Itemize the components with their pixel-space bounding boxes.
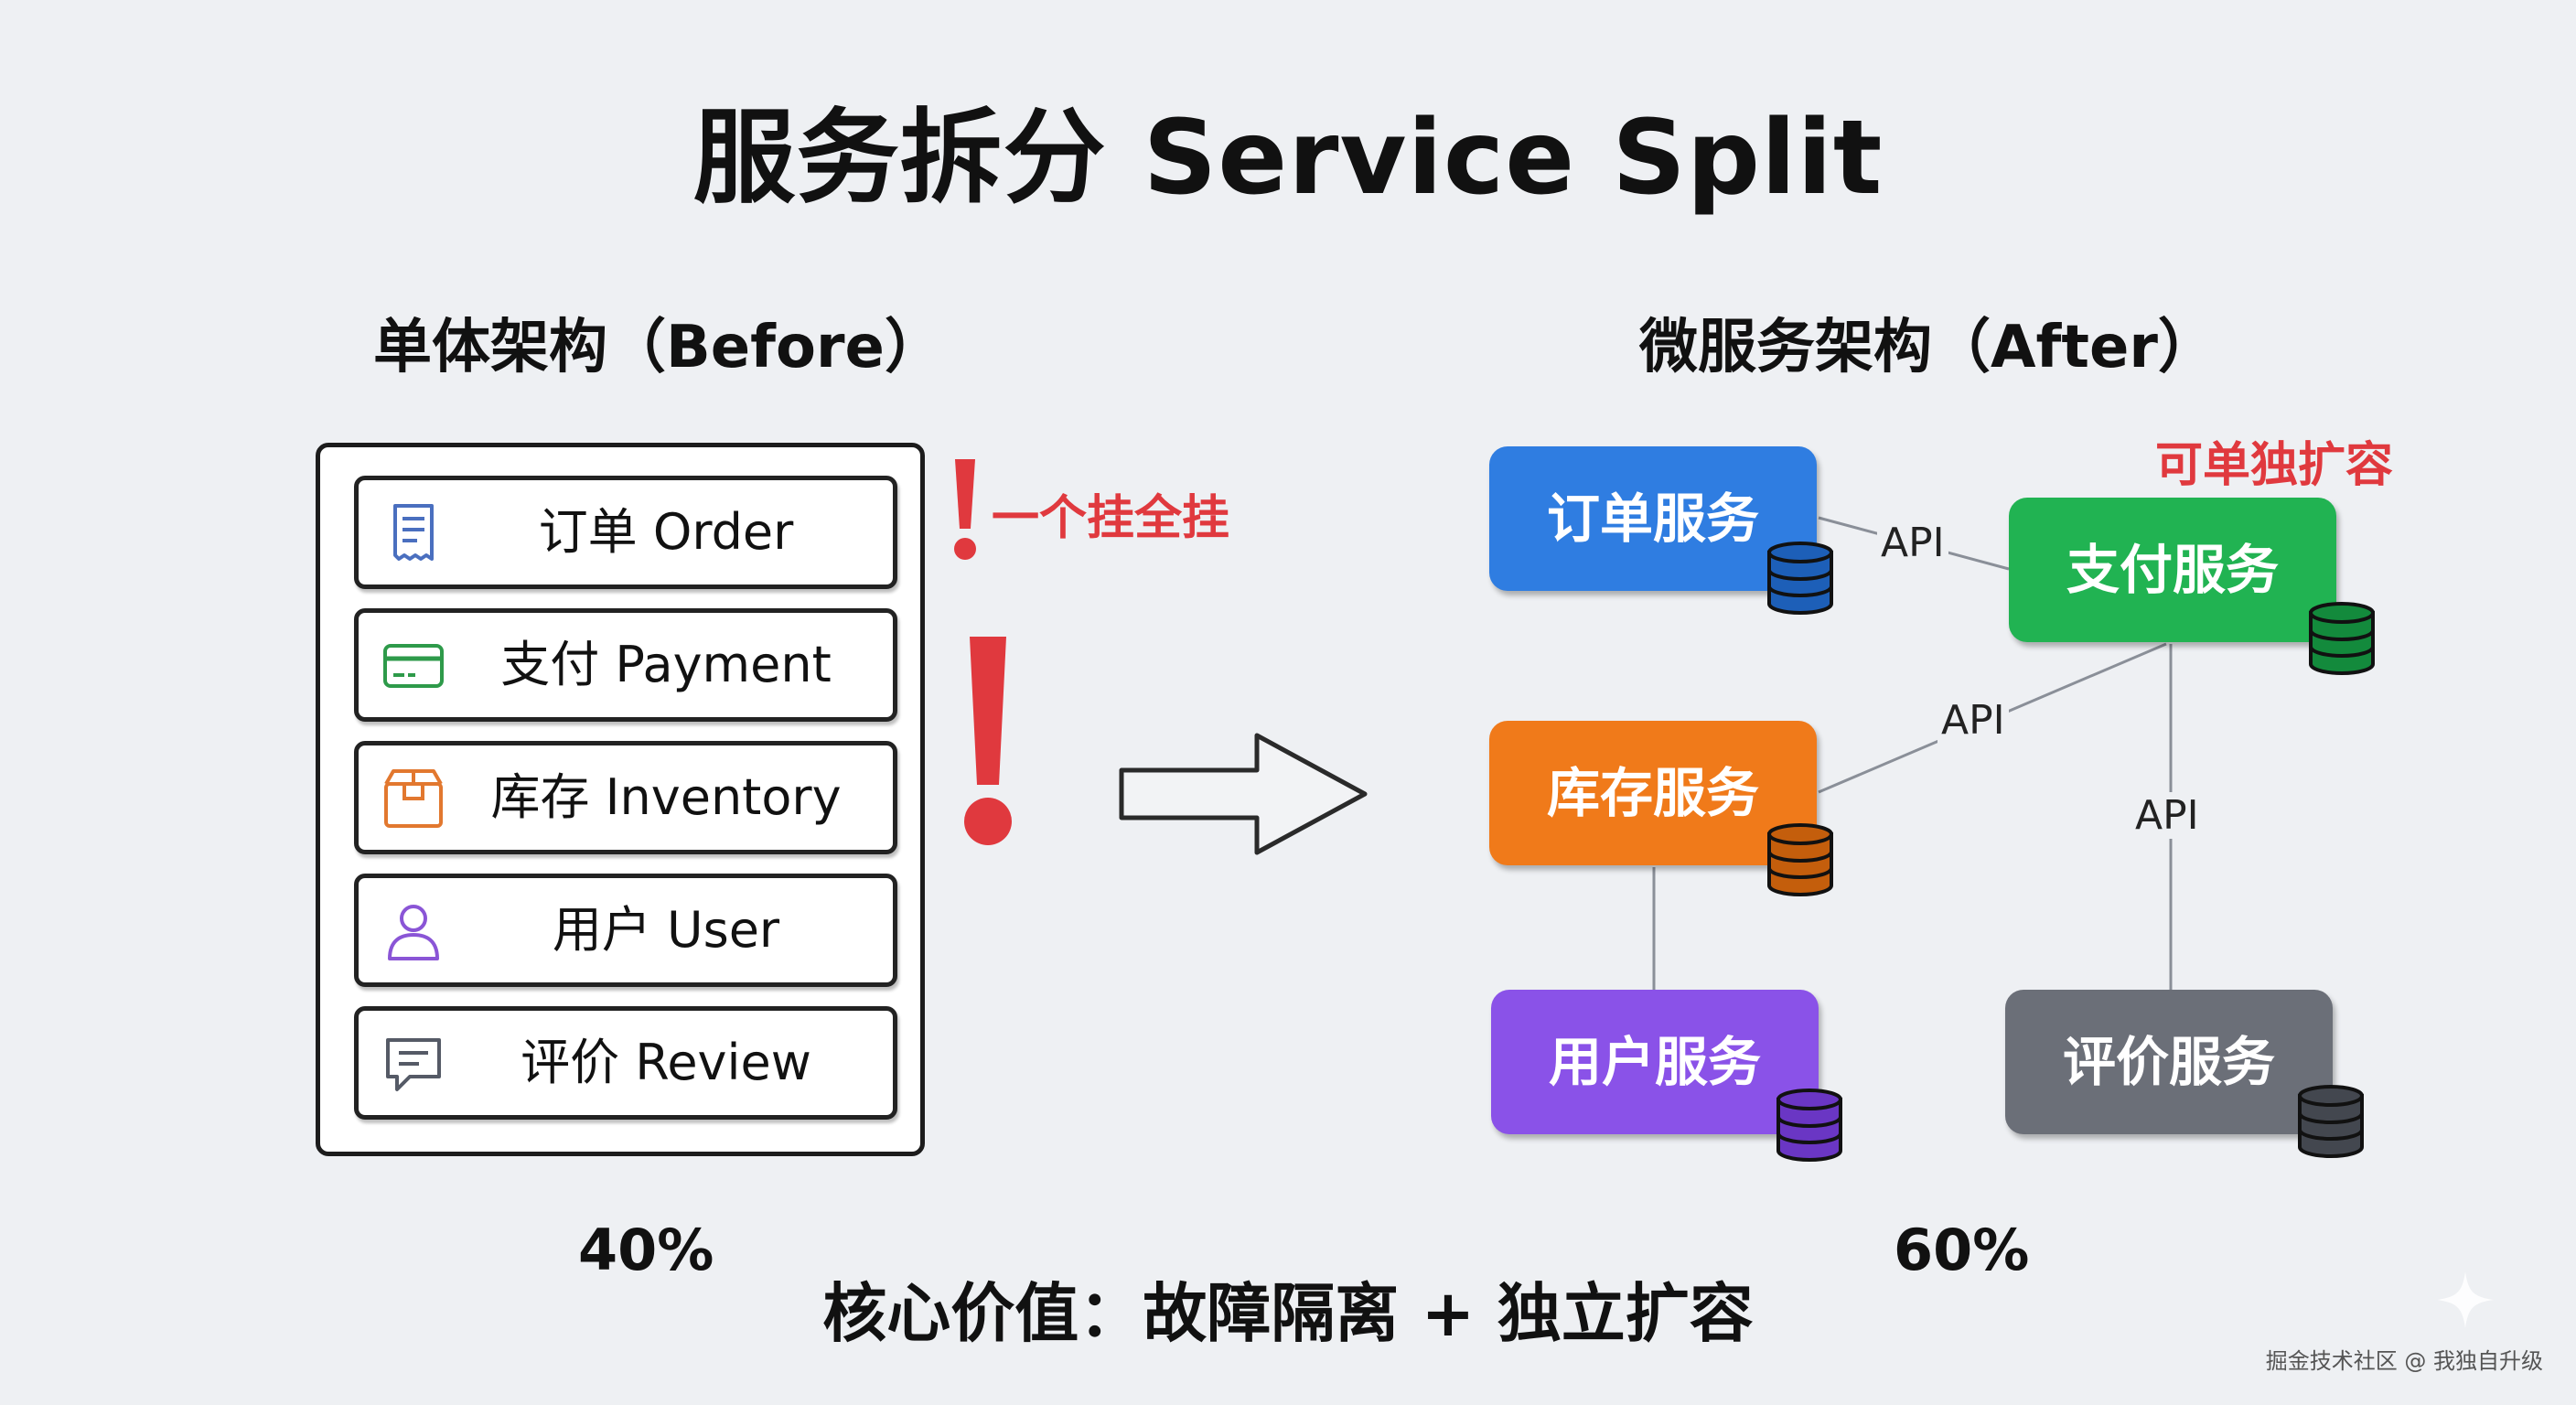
database-icon [1776,1089,1842,1162]
scale-note: 可单独扩容 [2155,438,2394,493]
module-label: 评价 Review [521,1034,811,1091]
credit-card-icon [383,644,444,688]
user-icon [388,905,439,960]
warning-text: 一个挂全挂 [992,491,1230,546]
service-payment: 支付服务 [2009,498,2336,642]
after-heading: 微服务架构（After） [1639,314,2216,381]
service-order: 订单服务 [1489,446,1817,591]
api-label-inventory-payment: API [1937,697,2009,744]
module-payment: 支付 Payment [354,608,897,722]
before-percent: 40% [578,1217,714,1283]
service-label: 支付服务 [2066,539,2279,601]
api-label-payment-review: API [2131,792,2203,839]
service-inventory: 库存服务 [1489,721,1817,865]
module-inventory: 库存 Inventory [354,741,897,854]
module-label: 用户 User [552,901,780,959]
core-value: 核心价值：故障隔离 + 独立扩容 [822,1276,1754,1351]
service-label: 订单服务 [1546,488,1759,550]
module-user: 用户 User [354,874,897,987]
database-icon [2309,602,2375,675]
receipt-icon [393,504,434,561]
service-label: 评价服务 [2062,1031,2275,1093]
small-exclamation-icon [954,459,976,560]
after-percent: 60% [1894,1217,2030,1283]
module-label: 订单 Order [538,503,794,561]
module-order: 订单 Order [354,476,897,589]
sparkle-icon [2437,1271,2494,1328]
transition-arrow-icon [1119,733,1368,855]
service-review: 评价服务 [2005,990,2333,1134]
service-label: 库存服务 [1546,762,1759,824]
api-label-order-payment: API [1877,520,1948,566]
database-icon [1767,542,1833,615]
page-title: 服务拆分 Service Split [692,99,1884,218]
database-icon [2298,1085,2364,1158]
database-icon [1767,823,1833,896]
module-review: 评价 Review [354,1006,897,1120]
watermark: 掘金技术社区 @ 我独自升级 [2265,1348,2543,1374]
module-label: 支付 Payment [500,636,832,693]
before-heading: 单体架构（Before） [373,314,943,381]
chat-icon [386,1038,441,1091]
service-label: 用户服务 [1548,1031,1761,1093]
box-icon [384,769,443,828]
large-exclamation-icon [964,637,1012,845]
module-label: 库存 Inventory [490,768,842,826]
service-user: 用户服务 [1491,990,1819,1134]
